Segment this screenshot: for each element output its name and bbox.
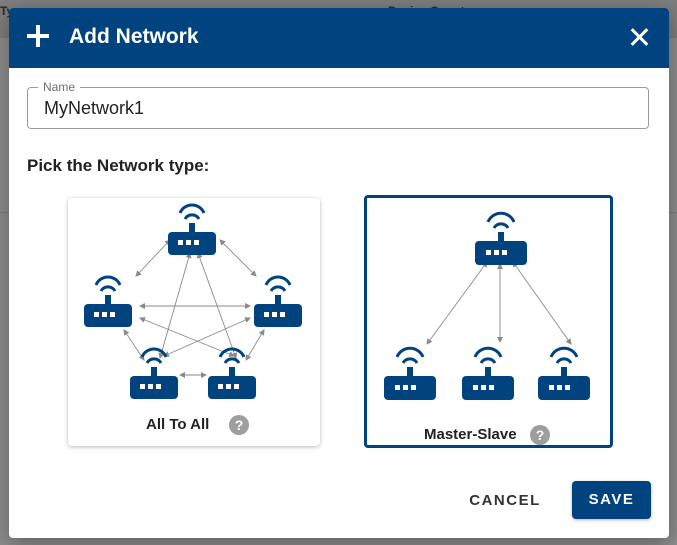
add-network-dialog: Add Network Name Pick the Network type: <box>9 8 669 538</box>
router-icon <box>252 275 304 329</box>
help-icon[interactable]: ? <box>229 415 249 435</box>
router-icon <box>382 346 438 402</box>
plus-icon <box>27 25 49 47</box>
dialog-header: Add Network <box>9 8 669 68</box>
network-type-card-master-slave[interactable]: Master-Slave ? <box>364 195 613 448</box>
master-slave-diagram <box>382 211 592 402</box>
save-button[interactable]: SAVE <box>572 481 651 519</box>
all-to-all-diagram <box>82 203 304 401</box>
cancel-button[interactable]: CANCEL <box>469 492 541 509</box>
help-icon[interactable]: ? <box>530 425 550 445</box>
router-icon <box>166 203 218 257</box>
close-icon[interactable] <box>627 24 653 50</box>
name-field: Name <box>27 80 649 129</box>
all-to-all-label: All To All <box>146 416 210 433</box>
network-type-card-all-to-all[interactable]: All To All ? <box>68 198 320 446</box>
router-icon <box>536 346 592 402</box>
router-icon <box>460 346 516 402</box>
router-icon <box>206 347 258 401</box>
router-icon <box>473 211 529 267</box>
dialog-title: Add Network <box>69 25 199 48</box>
network-type-heading: Pick the Network type: <box>27 156 210 175</box>
router-icon <box>128 347 180 401</box>
router-icon <box>82 275 134 329</box>
name-input[interactable] <box>28 88 648 128</box>
master-slave-label: Master-Slave <box>424 426 517 443</box>
